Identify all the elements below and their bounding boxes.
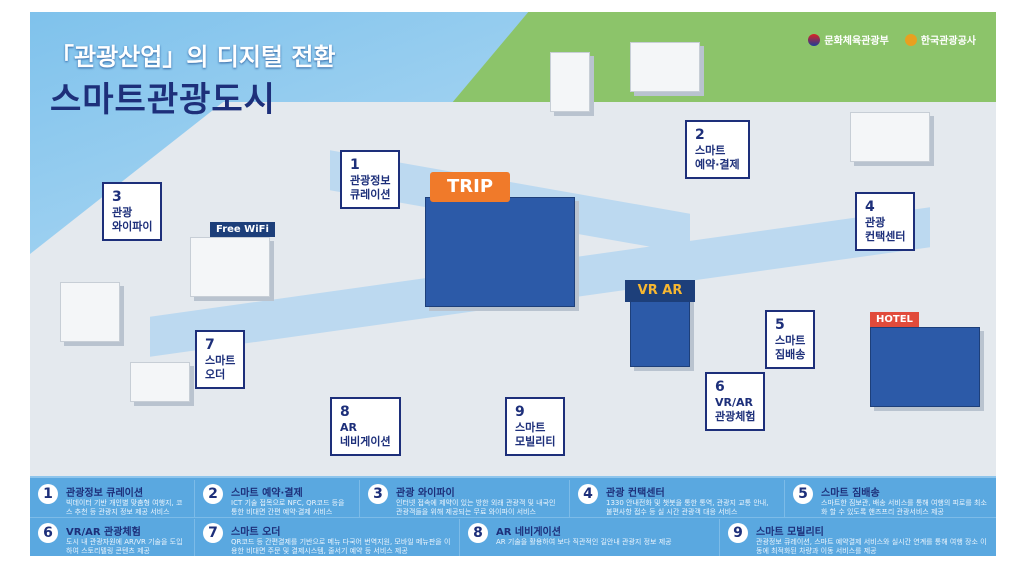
legend-2-desc: 인터넷 접속에 제약이 있는 방한 외래 관광객 및 내국인 관광객들을 위해 … — [396, 499, 556, 516]
kto-icon — [904, 33, 917, 46]
callouts-8-n: 9 — [515, 404, 525, 420]
legend-6-desc: QR코드 등 간편결제를 기반으로 메뉴 다국어 번역지원, 모바일 메뉴판을 … — [231, 538, 451, 555]
callouts-8-label: 스마트 모빌리티 — [515, 421, 556, 449]
legend-8-desc: 관광정보 큐레이션, 스마트 예약결제 서비스와 실시간 연계를 통해 여행 장… — [756, 538, 987, 555]
callouts-1-n: 2 — [695, 127, 705, 143]
legend-5-desc: 도시 내 관광자원에 AR/VR 기술을 도입하여 스토리텔링 콘텐츠 제공 — [66, 538, 183, 555]
callouts-5-label: VR/AR 관광체험 — [715, 396, 756, 424]
legend-number-badge: 2 — [203, 484, 223, 504]
legend-0-desc: 빅데이터 기반 개인별 맞춤형 여행지, 코스 추천 등 관광지 정보 제공 서… — [66, 499, 183, 516]
legend-3-desc: 1330 안내전화 및 챗봇을 통한 통역, 관광지 교통 안내, 불편사항 접… — [606, 499, 769, 516]
free-wifi-sign: Free WiFi — [210, 222, 275, 237]
legend-3-title: 관광 컨택센터 — [606, 488, 665, 499]
legend-number-badge: 8 — [468, 523, 488, 543]
building — [550, 52, 590, 112]
callouts-0-n: 1 — [350, 157, 360, 173]
trip-building — [425, 197, 575, 307]
vrar-building — [630, 297, 690, 367]
legend-1-title: 스마트 예약·결제 — [231, 488, 303, 499]
callouts-1-label: 스마트 예약·결제 — [695, 144, 740, 172]
ministry-logo: 문화체육관광부 — [808, 32, 889, 47]
vrar-sign: VR AR — [625, 280, 695, 302]
callouts-3-n: 4 — [865, 199, 875, 215]
trip-sign: TRIP — [430, 172, 510, 202]
legend-5-title: VR/AR 관광체험 — [66, 527, 141, 538]
logos: 문화체육관광부 한국관광공사 — [808, 32, 976, 47]
legend-7-desc: AR 기술을 활용하여 보다 직관적인 길안내 관광지 정보 제공 — [496, 538, 672, 546]
callouts-4-n: 5 — [775, 317, 785, 333]
subtitle: 「관광산업」의 디지털 전환 — [50, 43, 336, 71]
callouts-3-label: 관광 컨택센터 — [865, 216, 906, 244]
callouts-7-n: 8 — [340, 404, 350, 420]
legend-4-title: 스마트 짐배송 — [821, 488, 880, 499]
legend-1-desc: ICT 기술 접목으로 NFC, QR코드 등을 통한 비대면 간편 예약·결제… — [231, 499, 345, 516]
callouts-7-label: AR 네비게이션 — [340, 421, 391, 449]
legend-number-badge: 5 — [793, 484, 813, 504]
legend-number-badge: 9 — [728, 523, 748, 543]
callouts-4-label: 스마트 짐배송 — [775, 334, 806, 362]
legend-number-badge: 4 — [578, 484, 598, 504]
taegeuk-icon — [808, 33, 821, 46]
ministry-name: 문화체육관광부 — [824, 36, 889, 47]
legend-8-title: 스마트 모빌리티 — [756, 527, 824, 538]
kto-logo: 한국관광공사 — [904, 32, 976, 47]
legend-number-badge: 1 — [38, 484, 58, 504]
smart-tourism-city-poster: TRIP VR AR Free WiFi HOTEL 「관광산업」의 디지털 전… — [30, 12, 996, 556]
wifi-building — [190, 237, 270, 297]
legend-number-badge: 7 — [203, 523, 223, 543]
legend-7-title: AR 네비게이션 — [496, 527, 561, 538]
callouts-6-label: 스마트 오더 — [205, 354, 236, 382]
hotel-building — [870, 327, 980, 407]
legend-2-title: 관광 와이파이 — [396, 488, 455, 499]
legend-4-desc: 스마트한 짐보관, 배송 서비스를 통해 여행의 피로를 최소화 할 수 있도록… — [821, 499, 987, 516]
building — [130, 362, 190, 402]
legend-0-title: 관광정보 큐레이션 — [66, 488, 144, 499]
callouts-2-label: 관광 와이파이 — [112, 206, 153, 234]
kto-name: 한국관광공사 — [920, 36, 976, 47]
legend-number-badge: 3 — [368, 484, 388, 504]
hotel-sign: HOTEL — [870, 312, 919, 327]
legend-6-title: 스마트 오더 — [231, 527, 281, 538]
building — [60, 282, 120, 342]
callouts-5-n: 6 — [715, 379, 725, 395]
page-title: 스마트관광도시 — [50, 80, 276, 120]
palace — [850, 112, 930, 162]
callouts-0-label: 관광정보 큐레이션 — [350, 174, 391, 202]
building — [630, 42, 700, 92]
callouts-2-n: 3 — [112, 189, 122, 205]
legend-number-badge: 6 — [38, 523, 58, 543]
callouts-6-n: 7 — [205, 337, 215, 353]
